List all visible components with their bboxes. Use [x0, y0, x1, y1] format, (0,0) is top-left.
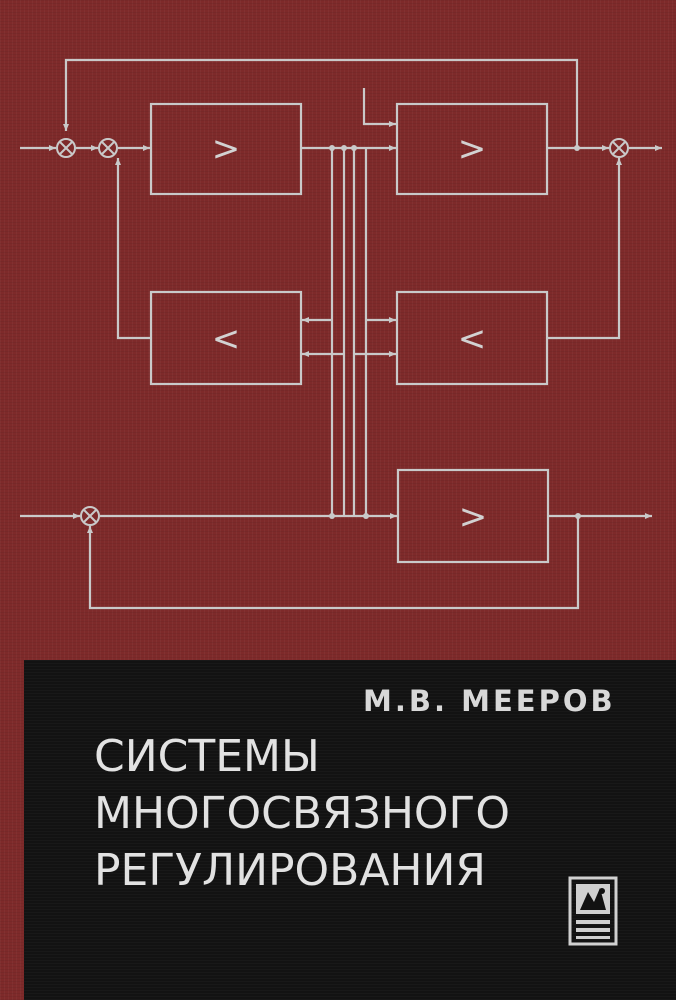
block-label: >: [458, 129, 487, 169]
block-label: >: [212, 129, 241, 169]
summing-junction-icon: [609, 138, 629, 158]
title-line-2: МНОГОСВЯЗНОГО: [94, 788, 511, 839]
block-diagram: > > < < >: [20, 58, 662, 610]
summing-junction-icon: [80, 506, 100, 526]
block-label: <: [458, 319, 487, 359]
publisher-logo-icon: [568, 876, 618, 946]
author-name: М.В. МЕЕРОВ: [363, 684, 616, 718]
title-line-1: СИСТЕМЫ: [94, 731, 320, 782]
title-panel: [24, 660, 676, 1000]
block-label: <: [212, 319, 241, 359]
summing-junction-icon: [56, 138, 76, 158]
summing-junction-icon: [98, 138, 118, 158]
block-label: >: [459, 497, 488, 537]
title-line-3: РЕГУЛИРОВАНИЯ: [94, 845, 487, 896]
